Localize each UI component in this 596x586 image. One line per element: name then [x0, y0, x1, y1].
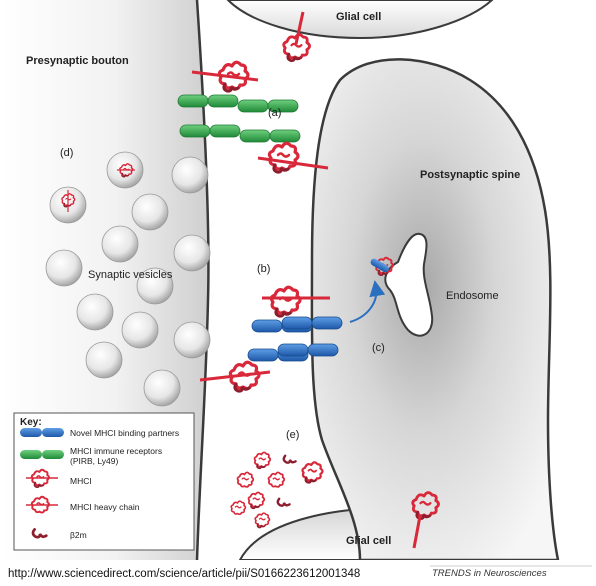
label-glial-top: Glial cell: [336, 11, 381, 23]
green-receptor-icon: [20, 450, 64, 459]
key-item-heavy: MHCI heavy chain: [70, 502, 140, 512]
synaptic-vesicles: [45, 151, 211, 407]
key-item-green: MHCI immune receptors: [70, 446, 162, 456]
label-d: (d): [60, 147, 73, 159]
journal-brand: TRENDS in Neurosciences: [432, 568, 547, 579]
label-vesicles: Synaptic vesicles: [88, 269, 173, 281]
label-b: (b): [257, 263, 270, 275]
label-postsynaptic: Postsynaptic spine: [420, 169, 520, 181]
region-a: [177, 60, 329, 174]
label-e: (e): [286, 429, 299, 441]
label-c: (c): [372, 342, 385, 354]
key-item-blue: Novel MHCI binding partners: [70, 428, 179, 438]
postsynaptic-spine: [310, 58, 560, 562]
region-c: [349, 256, 394, 323]
key-item-mhci: MHCI: [70, 476, 92, 486]
endosome: [384, 232, 434, 337]
key-item-b2m: β2m: [70, 530, 87, 540]
label-a: (a): [268, 107, 281, 119]
label-presynaptic: Presynaptic bouton: [26, 55, 129, 67]
glial-mhci-bottom: [411, 491, 440, 549]
glial-mhci-top: [282, 11, 311, 63]
mhci-icon: [26, 468, 58, 489]
region-b: [199, 285, 343, 393]
glial-cell-top: [226, 0, 494, 40]
label-endosome: Endosome: [446, 290, 499, 302]
key-legend: Key: Novel MHCI binding partners MHCI im…: [13, 412, 195, 551]
vesicle-mhci: [61, 163, 135, 212]
blue-receptor-icon: [20, 428, 64, 437]
key-title: Key:: [20, 417, 42, 428]
label-glial-bottom: Glial cell: [346, 535, 391, 547]
heavy-chain-icon: [26, 495, 58, 514]
source-url[interactable]: http://www.sciencedirect.com/science/art…: [8, 568, 360, 580]
key-item-green-sub: (PIRB, Ly49): [70, 456, 119, 466]
